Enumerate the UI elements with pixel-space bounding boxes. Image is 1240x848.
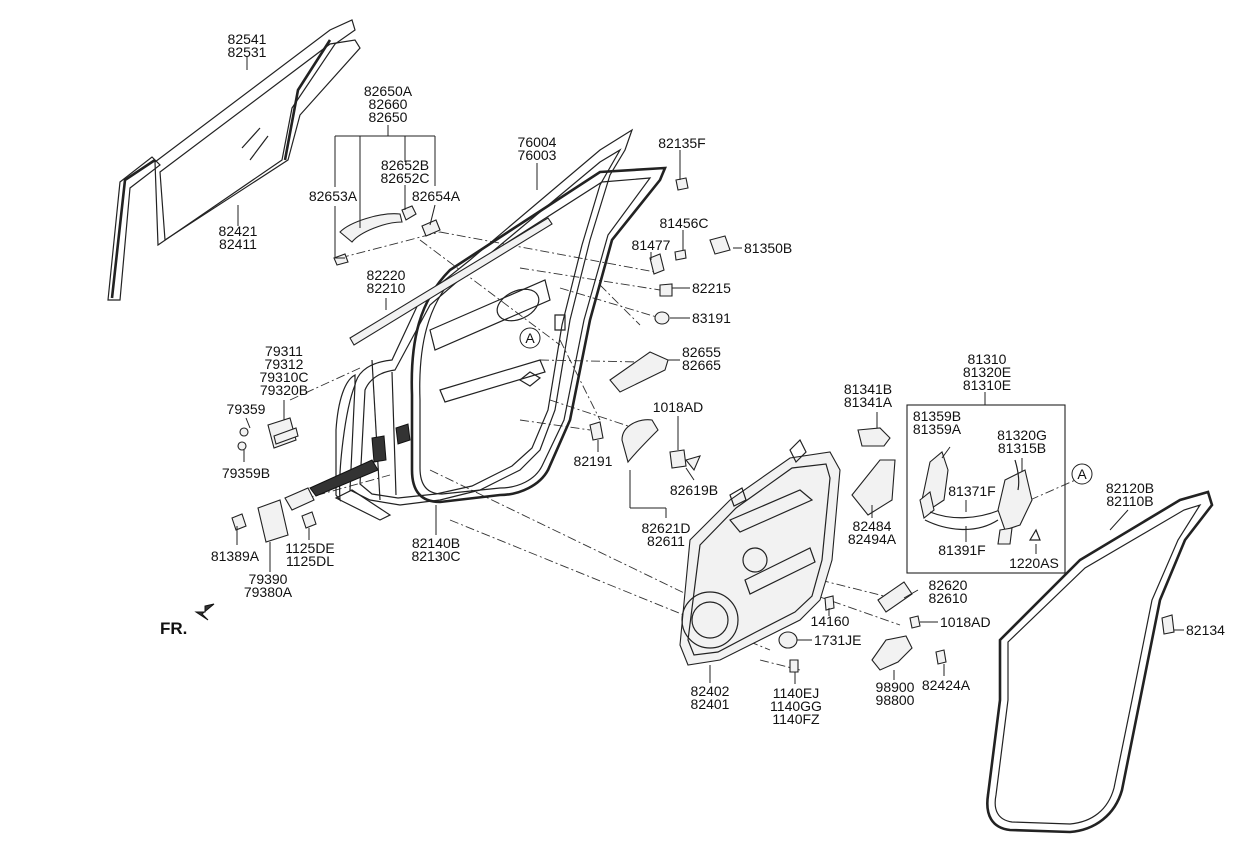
fasteners-upper bbox=[649, 177, 731, 325]
body-weatherstrip bbox=[986, 490, 1214, 834]
label-81350B: 81350B bbox=[744, 240, 792, 256]
label-79359: 79359 bbox=[227, 401, 266, 417]
door-weatherstrip bbox=[410, 166, 668, 504]
label-81371F: 81371F bbox=[948, 483, 995, 499]
door-glass bbox=[107, 19, 361, 301]
upper-hinge bbox=[237, 417, 299, 451]
lower-hinge bbox=[231, 487, 317, 543]
label-82135F: 82135F bbox=[658, 135, 705, 151]
door-module-panel bbox=[679, 438, 841, 666]
label-82654A: 82654A bbox=[412, 188, 461, 204]
belt-molding bbox=[349, 217, 553, 346]
label-82191: 82191 bbox=[574, 453, 613, 469]
label-82653A: 82653A bbox=[309, 188, 358, 204]
label-1018AD-bot: 1018AD bbox=[940, 614, 991, 630]
label-81477: 81477 bbox=[632, 237, 671, 253]
door-lock-assembly bbox=[906, 404, 1066, 574]
label-1220AS: 1220AS bbox=[1009, 555, 1059, 571]
label-81389A: 81389A bbox=[211, 548, 260, 564]
label-14160: 14160 bbox=[811, 613, 850, 629]
label-82424A: 82424A bbox=[922, 677, 971, 693]
svg-text:A: A bbox=[1077, 466, 1087, 482]
label-82619B: 82619B bbox=[670, 482, 718, 498]
callout-a-right: A bbox=[1071, 463, 1093, 485]
label-79359B: 79359B bbox=[222, 465, 270, 481]
front-label: FR. bbox=[160, 619, 187, 638]
door-frame bbox=[309, 128, 634, 521]
label-81391F: 81391F bbox=[938, 542, 985, 558]
label-1731JE: 1731JE bbox=[814, 632, 861, 648]
label-82134: 82134 bbox=[1186, 622, 1225, 638]
inside-handle bbox=[589, 351, 701, 472]
channel-parts bbox=[851, 427, 896, 516]
front-arrow-icon bbox=[194, 603, 215, 621]
label-81456C: 81456C bbox=[659, 215, 708, 231]
label-82215: 82215 bbox=[692, 280, 731, 296]
callout-a-left: A bbox=[519, 327, 541, 349]
label-1018AD-top: 1018AD bbox=[653, 399, 704, 415]
label-83191: 83191 bbox=[692, 310, 731, 326]
svg-text:A: A bbox=[525, 330, 535, 346]
window-regulator-parts bbox=[778, 581, 947, 673]
outside-handle bbox=[333, 205, 441, 266]
leader-lines bbox=[236, 56, 1184, 684]
